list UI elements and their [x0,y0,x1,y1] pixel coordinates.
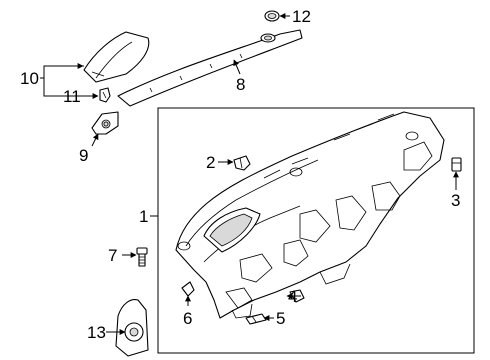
instrument-panel [175,111,445,319]
nut [181,281,195,297]
callout-13: 13 [87,323,106,342]
callout-11: 11 [63,87,81,106]
screw [136,247,148,267]
leader-8 [233,59,241,75]
callout-4: 4 [288,287,297,306]
speaker-bracket [91,111,119,135]
leader-10 [40,65,84,79]
callout-5: 5 [276,309,285,328]
flat-clip [245,313,267,325]
upper-trim-strip [117,29,303,107]
callout-7: 7 [108,246,117,265]
assembly-frame [157,107,475,354]
retaining-clip [233,155,251,171]
callout-3: 3 [451,191,460,210]
leader-10-b [43,78,84,97]
tweeter-cover [115,299,149,357]
callout-12: 12 [292,7,311,26]
leader-9 [91,133,99,147]
speaker-grille-cover [83,31,150,83]
callout-10: 10 [20,69,39,88]
callout-6: 6 [183,309,192,328]
callout-2: 2 [206,153,215,172]
callout-9: 9 [79,146,88,165]
round-plug [264,10,280,22]
callout-8: 8 [236,75,245,94]
square-grommet [451,157,462,172]
callout-1: 1 [139,207,148,226]
clip [99,87,111,103]
